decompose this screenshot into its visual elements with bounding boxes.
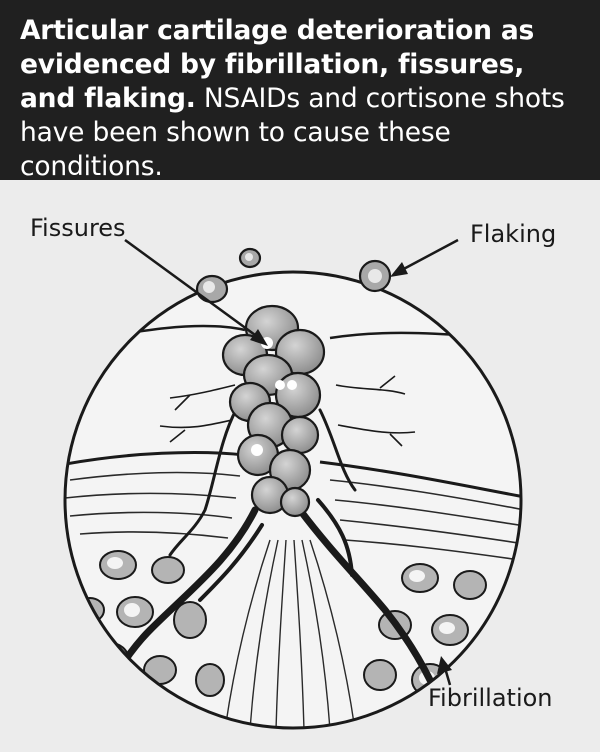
- label-flaking: Flaking: [470, 220, 557, 248]
- label-fibrillation: Fibrillation: [428, 684, 553, 712]
- magnifier-circle: [63, 270, 523, 730]
- caption-bold-text: Articular cartilage deterioration as evi…: [20, 15, 535, 114]
- caption-regular-text: NSAIDs and cortisone shots have been sho…: [20, 83, 565, 182]
- cartilage-illustration: [63, 238, 523, 730]
- flaking-arrowhead: [390, 262, 408, 277]
- caption-header: Articular cartilage deterioration as evi…: [0, 0, 600, 182]
- lesion-cluster: [221, 304, 326, 518]
- label-fissures: Fissures: [30, 214, 126, 242]
- fissures-arrowhead: [250, 329, 268, 346]
- cartilage-diagram: Fissures Flaking Fibrillation: [0, 180, 600, 752]
- fibrillation-arrowhead: [437, 656, 452, 674]
